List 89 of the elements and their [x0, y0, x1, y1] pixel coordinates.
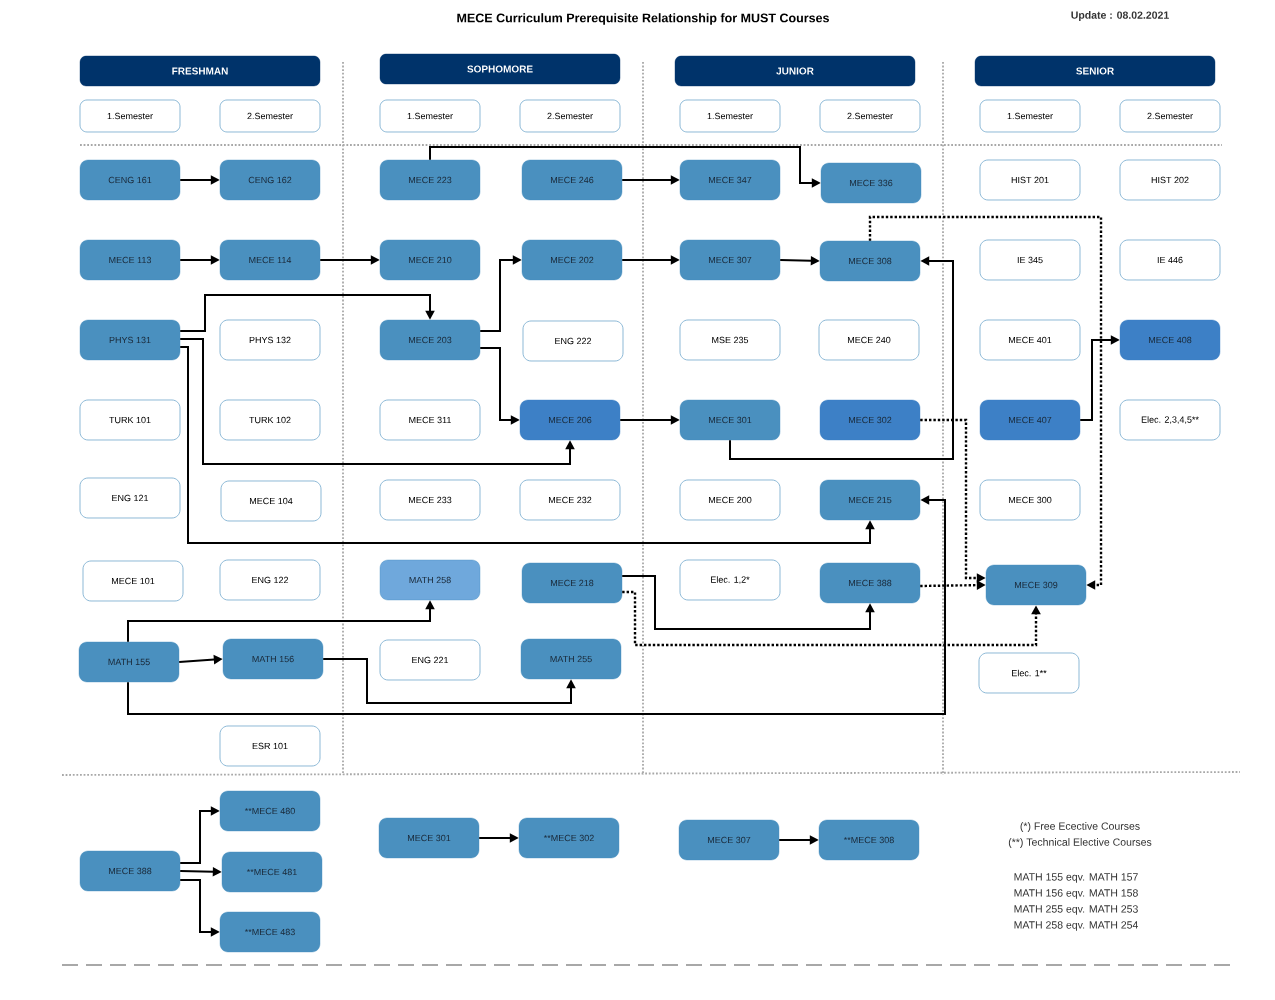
- course-box: MECE 113: [79, 239, 181, 281]
- course-box: MATH 156: [222, 638, 324, 680]
- course-box: MECE 401: [979, 319, 1081, 361]
- course-box: PHYS 132: [219, 319, 321, 361]
- arrow: [179, 346, 875, 544]
- course-box: PHYS 131: [79, 319, 181, 361]
- semester-box: 2.Semester: [219, 99, 321, 133]
- course-box: MECE 388: [79, 850, 181, 892]
- arrow: [729, 256, 954, 460]
- course-box: MATH 258: [379, 559, 481, 601]
- course-box: MECE 233: [379, 479, 481, 521]
- course-box: MECE 232: [519, 479, 621, 521]
- arrow: [621, 575, 875, 630]
- course-box: MECE 246: [521, 159, 623, 201]
- arrow: [622, 590, 1041, 647]
- course-box: Elec. 1**: [978, 652, 1080, 694]
- year-header: SOPHOMORE: [379, 53, 621, 85]
- semester-box: 1.Semester: [679, 99, 781, 133]
- course-box: CENG 162: [219, 159, 321, 201]
- arrow: [179, 294, 435, 332]
- course-box: **MECE 308: [818, 819, 920, 861]
- course-box: MECE 308: [819, 240, 921, 282]
- course-box: MECE 202: [521, 239, 623, 281]
- semester-box: 1.Semester: [379, 99, 481, 133]
- course-box: MECE 301: [679, 399, 781, 441]
- course-box: TURK 102: [219, 399, 321, 441]
- semester-box: 2.Semester: [519, 99, 621, 133]
- course-box: ESR 101: [219, 725, 321, 767]
- course-box: MECE 408: [1119, 319, 1221, 361]
- course-box: **MECE 483: [219, 911, 321, 953]
- semester-box: 2.Semester: [1119, 99, 1221, 133]
- arrow: [868, 215, 1103, 590]
- course-box: MECE 302: [819, 399, 921, 441]
- course-box: IE 345: [979, 239, 1081, 281]
- course-box: MECE 218: [521, 562, 623, 604]
- course-box: MECE 301: [378, 817, 480, 859]
- course-box: MECE 407: [979, 399, 1081, 441]
- course-box: MECE 309: [985, 564, 1087, 606]
- course-box: MECE 336: [820, 162, 922, 204]
- course-box: HIST 201: [979, 159, 1081, 201]
- semester-box: 2.Semester: [819, 99, 921, 133]
- note-text: MATH 155 eqv. MATH 157: [1014, 873, 1138, 883]
- course-box: MECE 347: [679, 159, 781, 201]
- course-box: MECE 307: [679, 239, 781, 281]
- course-box: MATH 255: [520, 638, 622, 680]
- course-box: **MECE 481: [221, 851, 323, 893]
- semester-box: 1.Semester: [979, 99, 1081, 133]
- course-box: MSE 235: [679, 319, 781, 361]
- semester-box: 1.Semester: [79, 99, 181, 133]
- course-box: MECE 200: [679, 479, 781, 521]
- course-box: MATH 155: [78, 641, 180, 683]
- course-box: TURK 101: [79, 399, 181, 441]
- year-header: FRESHMAN: [79, 55, 321, 87]
- course-box: **MECE 480: [219, 790, 321, 832]
- course-box: MECE 104: [220, 480, 322, 522]
- course-box: MECE 240: [818, 319, 920, 361]
- note-text: MATH 258 eqv. MATH 254: [1014, 921, 1138, 931]
- course-box: MECE 206: [519, 399, 621, 441]
- course-box: MECE 215: [819, 479, 921, 521]
- course-box: **MECE 302: [518, 817, 620, 859]
- course-box: MECE 311: [379, 399, 481, 441]
- course-box: CENG 161: [79, 159, 181, 201]
- course-box: MECE 300: [979, 479, 1081, 521]
- course-box: ENG 221: [379, 639, 481, 681]
- course-box: Elec. 2,3,4,5**: [1119, 399, 1221, 441]
- note-text: (**) Technical Elective Courses: [1008, 838, 1152, 848]
- course-box: ENG 121: [79, 477, 181, 519]
- arrow: [179, 338, 575, 465]
- course-box: MECE 307: [678, 819, 780, 861]
- note-text: MATH 156 eqv. MATH 158: [1014, 889, 1138, 899]
- course-box: MECE 114: [219, 239, 321, 281]
- year-header: SENIOR: [974, 55, 1216, 87]
- course-box: Elec. 1,2*: [679, 559, 781, 601]
- course-box: MECE 101: [82, 560, 184, 602]
- course-box: MECE 203: [379, 319, 481, 361]
- course-box: ENG 222: [522, 320, 624, 362]
- note-text: (*) Free Ecective Courses: [1020, 822, 1140, 832]
- course-box: MECE 388: [819, 562, 921, 604]
- course-box: HIST 202: [1119, 159, 1221, 201]
- course-box: ENG 122: [219, 559, 321, 601]
- arrow: [127, 495, 946, 715]
- update-date: Update : 08.02.2021: [1071, 11, 1169, 21]
- note-text: MATH 255 eqv. MATH 253: [1014, 905, 1138, 915]
- course-box: IE 446: [1119, 239, 1221, 281]
- course-box: MECE 210: [379, 239, 481, 281]
- year-header: JUNIOR: [674, 55, 916, 87]
- title: MECE Curriculum Prerequisite Relationship for MUST Courses: [457, 13, 829, 25]
- course-box: MECE 223: [379, 159, 481, 201]
- arrow: [322, 658, 576, 704]
